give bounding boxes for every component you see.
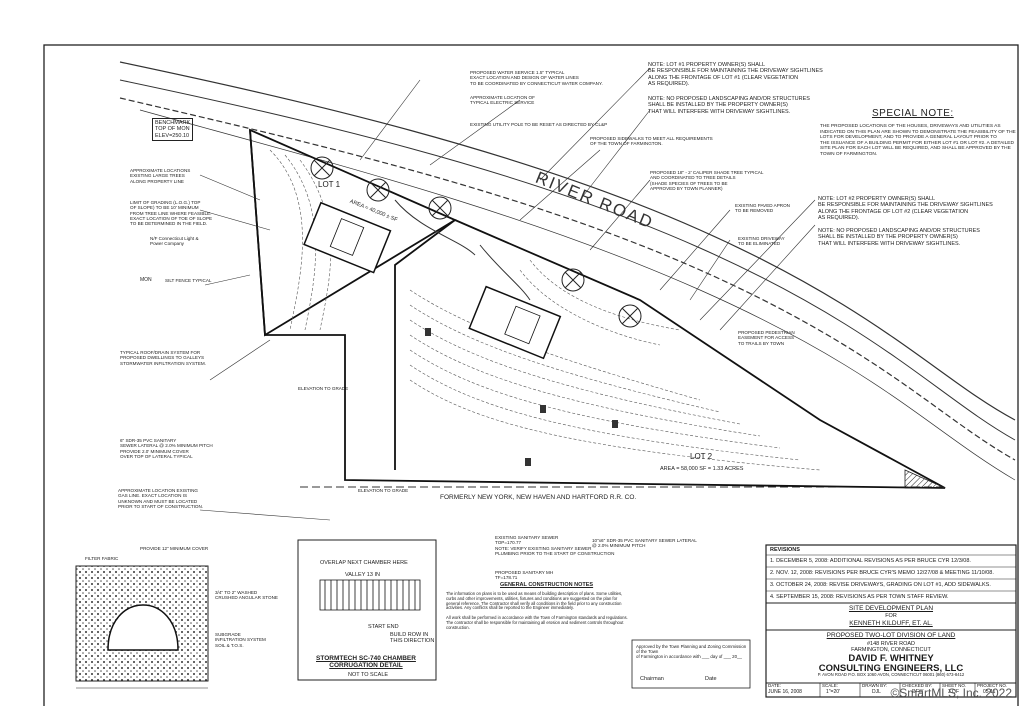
shade-tree-callout: PROPOSED 18" - 2' CALIPER SHADE TREE TYP… [650, 170, 764, 191]
contour-lines [269, 149, 821, 471]
date-label: DATE: [768, 683, 781, 688]
mon-label: MON [140, 277, 152, 283]
sewer2-callout: 10"x6" SDR-35 PVC SANITARY SEWER LATERAL… [592, 538, 697, 549]
approval-box [631, 639, 751, 689]
firm-name-1: DAVID F. WHITNEY [848, 653, 934, 664]
lot2-sightline-note: NOTE: LOT #2 PROPERTY OWNER(S) SHALL BE … [818, 196, 993, 221]
driveway-callout: EXISTING DRIVEWAY TO BE ELIMINATED [738, 236, 785, 247]
silt-callout: SILT FENCE TYPICAL [165, 278, 212, 283]
cover-label: PROVIDE 12" MINIMUM COVER [140, 546, 209, 551]
special-note-body: THE PROPOSED LOCATIONS OF THE HOUSES, DR… [820, 124, 1016, 157]
date-value: JUNE 16, 2008 [768, 689, 802, 695]
drawn-value: DJL [872, 689, 881, 695]
infiltration-detail [75, 565, 209, 689]
revision-3: 3. OCTOBER 24, 2008: REVISE DRIVEWAYS, G… [770, 582, 991, 588]
elevation-grade-1: ELEVATION TO GRADE [358, 488, 409, 493]
easement-callout: PROPOSED PEDESTRIAN EASEMENT FOR ACCESS … [738, 330, 795, 346]
chamber-detail-title: STORMTECH SC-740 CHAMBER CORRUGATION DET… [316, 655, 416, 670]
revision-1: 1. DECEMBER 5, 2008: ADDITIONAL REVISION… [770, 558, 971, 564]
pole-callout: EXISTING UTILITY POLE TO BE RESET AS DIR… [470, 122, 608, 127]
firm-address: P. AVON ROAD P.O. BOX 1060 AVON, CONNECT… [817, 672, 965, 677]
revision-2: 2. NOV. 12, 2008: REVISIONS PER BRUCE CY… [770, 570, 994, 576]
plan-owner: KENNETH KILDUFF, ET. AL. [849, 620, 933, 627]
lot2-area: AREA = 58,000 SF = 1.33 ACRES [660, 466, 744, 472]
title-block-lines [765, 544, 1017, 698]
sheet-value: 3 OF [948, 689, 960, 695]
sheet-label: SHEET NO. [942, 683, 967, 688]
project-value: 05-11 [983, 689, 996, 695]
plan-for: FOR [885, 613, 897, 619]
stormwater-callout: TYPICAL ROOF/DRAIN SYSTEM FOR PROPOSED D… [120, 350, 207, 366]
approval-chairman: Chairman [640, 676, 664, 682]
driveway-lot1 [394, 199, 476, 256]
special-note-title: SPECIAL NOTE: [872, 108, 954, 119]
sanitary-mh-callout: PROPOSED SANITARY MH TF=178.71 [495, 570, 554, 581]
lot1-landscaping-note: NOTE: NO PROPOSED LANDSCAPING AND/OR STR… [648, 96, 810, 115]
plan-address: #148 RIVER ROAD [867, 641, 915, 647]
paved-apron-callout: EXISTING PAVED APRON TO BE REMOVED [735, 203, 790, 214]
sanitary-callout: EXISTING SANITARY SEWER TOP=170.77 NOTE:… [495, 535, 615, 556]
elevation-grade-2: ELEVATION TO GRADE [298, 386, 349, 391]
water-callout: PROPOSED WATER SERVICE 1.5" TYPICAL EXAC… [470, 70, 603, 86]
lot2-landscaping-note: NOTE: NO PROPOSED LANDSCAPING AND/OR STR… [818, 228, 980, 247]
chamber-detail-box [297, 539, 437, 681]
house-lot2 [468, 285, 562, 360]
lot1-sightline-note: NOTE: LOT #1 PROPERTY OWNER(S) SHALL BE … [648, 62, 823, 87]
general-notes-body: The information on plans is to be used a… [446, 591, 628, 630]
driveway-lot2 [479, 244, 531, 301]
scale-value: 1"=20' [826, 689, 840, 695]
house-lot1 [303, 201, 392, 274]
revision-4: 4. SEPTEMBER 15, 2008: REVISIONS AS PER … [770, 594, 949, 600]
benchmark-label: BENCHMARK TOP OF MON ELEV=250.10 [152, 118, 194, 141]
project-label: PROJECT NO. [977, 683, 1008, 688]
chamber-build-direction: BUILD ROW IN THIS DIRECTION [390, 632, 435, 645]
grading-callout: LIMIT OF GRADING (L.O.G.) TOP OF SLOPE) … [130, 200, 213, 227]
plan-title: SITE DEVELOPMENT PLAN [848, 605, 934, 612]
approval-text: Approved by the Town Planning and Zoning… [636, 644, 747, 660]
lot1-label: LOT 1 [318, 180, 341, 189]
leader-lines [199, 67, 816, 521]
smartmls-watermark: ©SmartMLS, Inc. 2022 [890, 686, 1012, 700]
checked-value: DFW [912, 689, 924, 695]
scale-label: SCALE: [822, 683, 839, 688]
river-road [119, 61, 1016, 481]
drawn-label: DRAWN BY: [862, 683, 888, 688]
sewer1-callout: 6" SDR-35 PVC SANITARY SEWER LATERAL @ 2… [120, 438, 213, 459]
sheet-border [43, 44, 1019, 706]
filter-fabric-label: FILTER FABRIC [85, 556, 119, 561]
gas-line-callout: APPROXIMATE LOCATION EXISTING GAS LINE. … [118, 488, 204, 509]
lot-boundaries [248, 128, 946, 489]
hatched-area [904, 469, 946, 489]
chamber-valley-label: VALLEY 13 IN [345, 572, 380, 578]
elevation-markers [425, 328, 618, 466]
electric-callout: APPROXIMATE LOCATION OF TYPICAL ELECTRIC… [470, 95, 535, 106]
stone-label: 3/4" TO 2" WASHED CRUSHED ANGULAR STONE [215, 590, 278, 601]
approval-date: Date [705, 676, 717, 682]
chamber-overlap-label: OVERLAP NEXT CHAMBER HERE [320, 560, 408, 566]
tree-symbols [310, 156, 642, 328]
general-notes-title: GENERAL CONSTRUCTION NOTES [500, 582, 594, 588]
chamber-detail-scale: NOT TO SCALE [348, 672, 389, 678]
rail-label: FORMERLY NEW YORK, NEW HAVEN AND HARTFOR… [440, 494, 637, 501]
power-callout: N/F Connecticut Light & Power Company [150, 236, 199, 247]
subgrade-label: SUBGRADE INFILTRATION SYSTEM SOIL & T.O.… [215, 632, 266, 648]
firm-name-2: CONSULTING ENGINEERS, LLC [818, 663, 964, 674]
plan-town: FARMINGTON, CONNECTICUT [851, 647, 931, 653]
sidewalk-callout: PROPOSED SIDEWALKS TO MEET ALL REQUIREME… [590, 136, 713, 147]
lot2-label: LOT 2 [690, 452, 713, 461]
plan-project: PROPOSED TWO-LOT DIVISION OF LAND [826, 632, 956, 639]
checked-label: CHECKED BY: [902, 683, 933, 688]
trees-callout: APPROXIMATE LOCATIONS EXISTING LARGE TRE… [130, 168, 191, 184]
revisions-header: REVISIONS [770, 547, 800, 553]
chamber-start-end: START END [368, 624, 399, 630]
